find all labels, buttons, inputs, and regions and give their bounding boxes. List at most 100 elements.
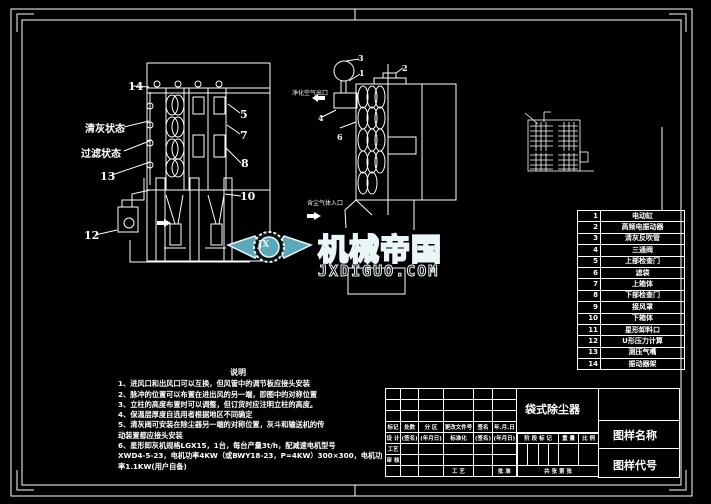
tb-cell: 工艺 <box>385 443 401 455</box>
note-line: 动装置都应接头安装 <box>118 430 183 440</box>
label-3: 3 <box>358 53 364 63</box>
tb-sheet-count: 共 张 第 张 <box>517 465 599 477</box>
grid-detail <box>524 111 594 172</box>
tb-cell: 分 区 <box>418 421 444 433</box>
tb-cell: 设 计 <box>385 432 401 444</box>
part-name: 下部检查门 <box>600 289 685 303</box>
note-line: XWD4-5-23，电机功率4KW（或BWY18-23，P=4KW）300×30… <box>118 451 383 461</box>
part-no: 13 <box>577 346 601 360</box>
notes-block: 说明 1、进风口和出风口可以互换，但风管中的调节板应接头安装 2、脉冲的位置可以… <box>118 368 383 472</box>
label-2: 2 <box>402 63 408 73</box>
label-clean-gas-outlet: 净化空气出口 <box>292 90 329 97</box>
tb-cell: 批 准 <box>491 465 518 477</box>
part-no: 6 <box>577 266 601 280</box>
note-line: 率1.1KW(用户自备) <box>118 461 187 471</box>
part-name: 电动缸 <box>600 209 685 223</box>
notes-title: 说明 <box>230 368 246 377</box>
part-no: 2 <box>577 221 601 234</box>
note-line: 5、清灰阀可安装在除尘器另一端的对称位置，灰斗和输送机的传 <box>118 420 325 430</box>
tb-cell: 工 艺 <box>442 465 475 477</box>
part-no: 7 <box>577 278 601 291</box>
title-block-revision: 标记 处数 分 区 更改文件号 签名 年.月.日 设 计 (签名) (年月日) … <box>385 388 518 477</box>
note-line: 2、脉冲的位置可以布置在进出风的另一端，即图中的对称位置 <box>118 389 318 399</box>
title-block-right: 图样名称 图样代号 <box>598 388 680 478</box>
tb-cell: 阶 段 标 记 <box>516 432 560 444</box>
label-12: 12 <box>84 229 100 242</box>
part-name: 振动器架 <box>600 358 685 371</box>
label-4: 4 <box>318 113 324 123</box>
part-name: 清灰反吹管 <box>600 232 685 246</box>
label-10: 10 <box>240 190 256 203</box>
tb-cell: 审 核 <box>385 454 401 466</box>
note-line: 6、星形卸灰机规格LGX15，1台，每台产量3t/h，配减速电机型号 <box>118 441 336 451</box>
label-dusty-gas-inlet: 含尘气体入口 <box>307 200 344 207</box>
note-line: 4、保温层厚度自选用者根据地区不同确定 <box>118 410 253 420</box>
side-view <box>129 58 457 295</box>
label-13: 13 <box>100 170 116 183</box>
part-no: 10 <box>577 312 601 325</box>
label-8: 8 <box>241 157 249 170</box>
label-cleaning-state: 清灰状态 <box>85 124 125 135</box>
tb-cell: 比 例 <box>578 432 599 444</box>
tb-cell: (签名) <box>399 432 420 444</box>
part-no: 1 <box>577 209 601 223</box>
watermark-brand-cn: 机械帝国 <box>317 232 442 269</box>
label-6: 6 <box>337 132 343 142</box>
title-block-stage: 阶 段 标 记 重 量 比 例 共 张 第 张 <box>516 432 599 477</box>
outer-frame <box>10 8 693 497</box>
part-name: 星形卸料口 <box>600 323 685 337</box>
tb-cell: 标准化 <box>442 432 475 444</box>
part-no: 14 <box>577 358 601 371</box>
watermark-emblem <box>226 231 313 263</box>
tb-cell: (年月日) <box>491 432 518 444</box>
note-line: 3、立柱的高度布置时可以调整，但订货时应注明立柱的高度。 <box>118 399 318 409</box>
part-name: 三通阀 <box>600 244 685 257</box>
tb-cell: 更改文件号 <box>442 421 475 433</box>
part-name: 上部检查门 <box>600 255 685 268</box>
part-no: 12 <box>577 335 601 348</box>
front-view <box>94 62 271 262</box>
note-line: 1、进风口和出风口可以互换，但风管中的调节板应接头安装 <box>118 379 310 389</box>
title-box: 袋式除尘器 <box>517 388 599 434</box>
tb-cell: 签名 <box>473 421 493 433</box>
label-14: 14 <box>128 80 144 93</box>
part-no: 4 <box>577 244 601 257</box>
part-no: 3 <box>577 232 601 246</box>
tb-cell: (年月日) <box>418 432 444 444</box>
part-name: 滤袋 <box>600 266 685 280</box>
tb-cell: 年.月.日 <box>491 421 518 433</box>
tb-cell: 处数 <box>399 421 420 433</box>
part-name: U形压力计算 <box>600 335 685 348</box>
tb-cell: (签名) <box>473 432 493 444</box>
part-no: 9 <box>577 301 601 314</box>
drawing-title: 袋式除尘器 <box>525 403 580 416</box>
label-1: 1 <box>359 68 365 78</box>
part-no: 5 <box>577 255 601 268</box>
watermark-emblem-text: JX <box>258 240 270 250</box>
drawing-name-label: 图样名称 <box>613 429 657 442</box>
label-filtering-state: 过滤状态 <box>81 149 121 160</box>
part-no: 11 <box>577 323 601 337</box>
tb-cell: 重 量 <box>558 432 580 444</box>
part-no: 8 <box>577 289 601 303</box>
part-name: 高频电振动器 <box>600 221 685 234</box>
part-name: 下箱体 <box>600 312 685 325</box>
part-name: 接风罩 <box>600 301 685 314</box>
watermark-brand-en: JXDIGUO.COM <box>317 262 440 281</box>
label-5: 5 <box>240 108 248 121</box>
